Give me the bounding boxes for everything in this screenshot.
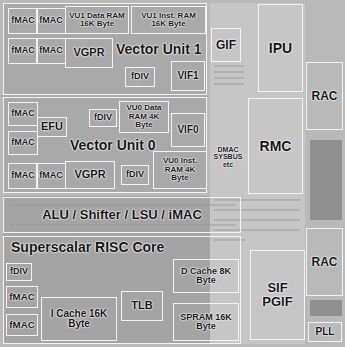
block-label: VU0 Data RAM 4K Byte [121,104,167,129]
core-area [3,196,241,344]
block-label: I Cache 16K Byte [43,309,115,330]
functional-block: fDIV [89,109,117,127]
block-label: fMAC [11,46,35,55]
block-label: fMAC [11,16,35,25]
functional-block: fMAC [8,8,38,34]
block-label: SIF PGIF [252,281,303,308]
functional-block: fMAC [8,131,38,155]
block-label: fMAC [39,46,63,55]
block-label: fDIV [94,113,112,122]
unit-heading: Superscalar RISC Core [11,240,164,255]
block-label: fMAC [11,171,35,180]
unit-heading: Vector Unit 1 [116,42,202,57]
functional-block: VU0 Data RAM 4K Byte [119,101,169,133]
functional-block: fMAC [8,38,38,64]
functional-block: EFU [37,117,67,137]
block-label: fMAC [9,320,34,330]
functional-block: VU1 Data RAM 16K Byte [65,6,129,34]
unit-heading: Vector Unit 0 [70,138,156,153]
unit-region: Superscalar RISC Core fDIV D Cache 8K Byte… [3,236,241,344]
unit-region: Vector Unit 0 fMAC EFU VU0 Data RAM 4K Byte… [3,97,207,193]
block-label: EFU [41,121,63,133]
functional-block: fDIV [121,165,149,185]
block-label: VGPR [74,169,105,181]
functional-block: IPU [258,4,303,92]
block-label: TLB [131,300,152,312]
block-label: DMAC SYSBUS etc [209,146,247,168]
functional-block: SIF PGIF [250,250,305,340]
block-label: fMAC [39,16,63,25]
block-label: VIF0 [177,125,198,136]
block-label: SPRAM 16K Byte [175,313,237,332]
functional-block: fMAC [36,8,66,34]
vector-area [3,3,207,193]
functional-block: fMAC [36,163,66,189]
block-label: fMAC [11,138,35,147]
functional-block: RAC [306,228,343,296]
block-label: IPU [269,41,292,56]
functional-block: SPRAM 16K Byte [173,303,239,341]
block-label: VGPR [73,47,104,59]
unit-region: Vector Unit 1 fMAC fMAC VU1 Data RAM 16K By… [3,3,207,95]
block-label: GIF [216,39,236,52]
functional-block: VU0 Inst. RAM 4K Byte [153,151,207,189]
functional-block: D Cache 8K Byte [173,259,239,293]
block-label: VU0 Inst. RAM 4K Byte [155,157,205,182]
block-label: fMAC [11,109,35,118]
functional-block: RAC [306,62,343,130]
functional-block: fMAC [6,286,38,308]
block-label: VU1 Data RAM 16K Byte [67,12,127,29]
block-label: VU1 Inst. RAM 16K Byte [133,12,204,29]
functional-block: I Cache 16K Byte [41,297,117,341]
functional-block: fMAC [6,314,38,336]
block-label: D Cache 8K Byte [175,267,237,286]
functional-block: fMAC [36,38,66,64]
block-label: RMC [260,139,292,154]
block-label: fDIV [126,170,144,179]
functional-block: fDIV [125,67,155,87]
functional-block: fMAC [8,102,38,126]
block-label: ALU / Shifter / LSU / iMAC [42,208,202,222]
block-label: fMAC [39,171,63,180]
wiring-stripes [10,66,300,240]
functional-block: PLL [308,322,342,342]
block-label: RAC [312,90,338,103]
block-label: VIF1 [177,71,198,82]
functional-block: fDIV [6,263,32,281]
functional-block: TLB [121,291,163,321]
functional-block: ALU / Shifter / LSU / iMAC [3,197,241,233]
block-label: PLL [316,327,335,338]
block-label: RAC [312,256,338,269]
functional-block: VIF0 [171,113,205,147]
functional-block: GIF [211,28,241,62]
block-label: fMAC [9,292,34,302]
block-label: fDIV [10,267,28,276]
functional-block: VGPR [65,38,113,68]
functional-block: VIF1 [171,61,205,91]
functional-block: VU1 Inst. RAM 16K Byte [131,6,206,34]
functional-block: VGPR [65,161,115,189]
functional-block: fMAC [8,163,38,189]
functional-block: RMC [248,98,303,194]
block-label: fDIV [131,72,149,81]
